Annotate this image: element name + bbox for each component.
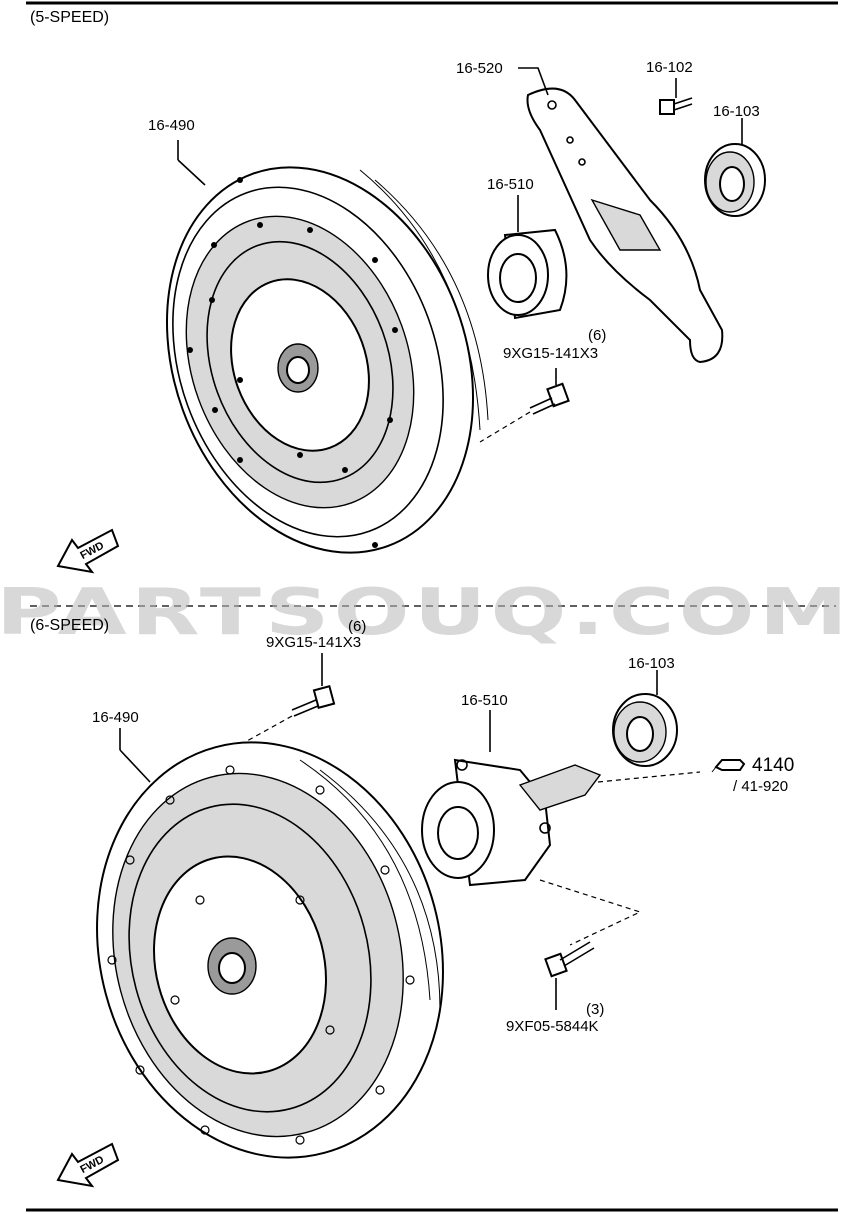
label-16-510-6speed: 16-510: [461, 692, 508, 709]
fwd-arrow-5speed: FWD: [56, 528, 120, 574]
fwd-arrow-6speed: FWD: [56, 1142, 120, 1188]
label-16-510-5speed: 16-510: [487, 176, 534, 193]
label-9xg15-6speed: 9XG15-141X3: [266, 634, 361, 651]
label-16-102: 16-102: [646, 59, 693, 76]
label-9xg15-5speed: 9XG15-141X3: [503, 345, 598, 362]
clutch-cover-6speed: [96, 741, 444, 1159]
label-qty-6-5speed: (6): [588, 327, 606, 344]
boot-6speed: [612, 693, 678, 767]
concentric-slave-6speed: [421, 758, 602, 887]
bolt-9xf05: [544, 941, 595, 978]
bolt-16-102: [659, 97, 693, 115]
bolt-9xg15-6speed: [291, 685, 336, 717]
watermark: PARTSOUQ.COM: [0, 576, 852, 650]
release-fork: [526, 87, 724, 364]
label-16-490-6speed: 16-490: [92, 709, 139, 726]
label-16-103-6speed: 16-103: [628, 655, 675, 672]
label-16-490-5speed: 16-490: [148, 117, 195, 134]
label-9xf05: 9XF05-5844K: [506, 1018, 599, 1035]
label-qty-3: (3): [586, 1001, 604, 1018]
section-title-5speed: (5-SPEED): [30, 9, 109, 26]
hand-pointer-icon: [711, 759, 746, 773]
label-16-103-5speed: 16-103: [713, 103, 760, 120]
section-title-6speed: (6-SPEED): [30, 617, 109, 634]
ref-sub-41-920[interactable]: / 41-920: [733, 778, 788, 795]
ref-group-4140[interactable]: 4140: [752, 755, 794, 776]
clutch-cover-5speed: [166, 166, 489, 554]
boot-5speed: [704, 143, 766, 217]
release-bearing-5speed: [487, 228, 568, 320]
label-16-520: 16-520: [456, 60, 503, 77]
label-qty-6-6speed: (6): [348, 618, 366, 635]
bolt-9xg15-5speed: [529, 382, 570, 415]
